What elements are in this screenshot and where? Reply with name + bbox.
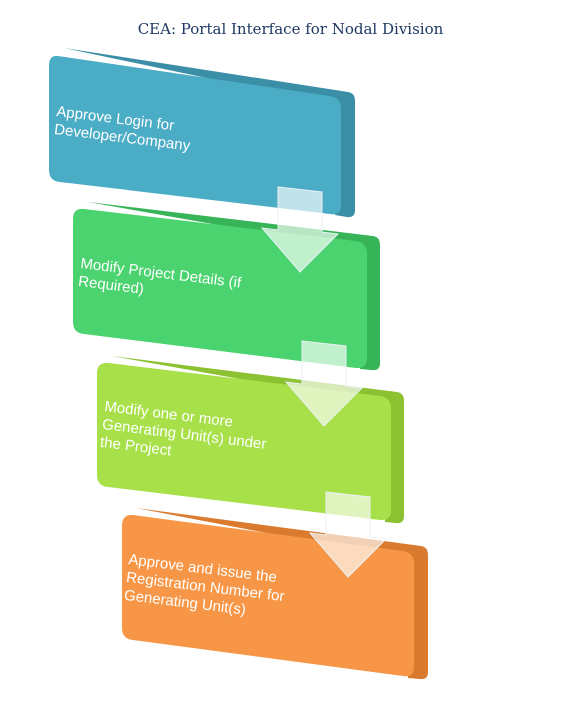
step-1: Approve Login forDeveloper/Company: [49, 48, 355, 218]
arrow-down-icon: [284, 340, 364, 427]
step-4: Approve and issue theRegistration Number…: [122, 508, 428, 680]
arrow-down-icon: [308, 491, 388, 578]
arrow-down-icon: [260, 186, 340, 273]
step-1-box: [49, 55, 341, 215]
diagram-title: CEA: Portal Interface for Nodal Division: [137, 20, 444, 38]
